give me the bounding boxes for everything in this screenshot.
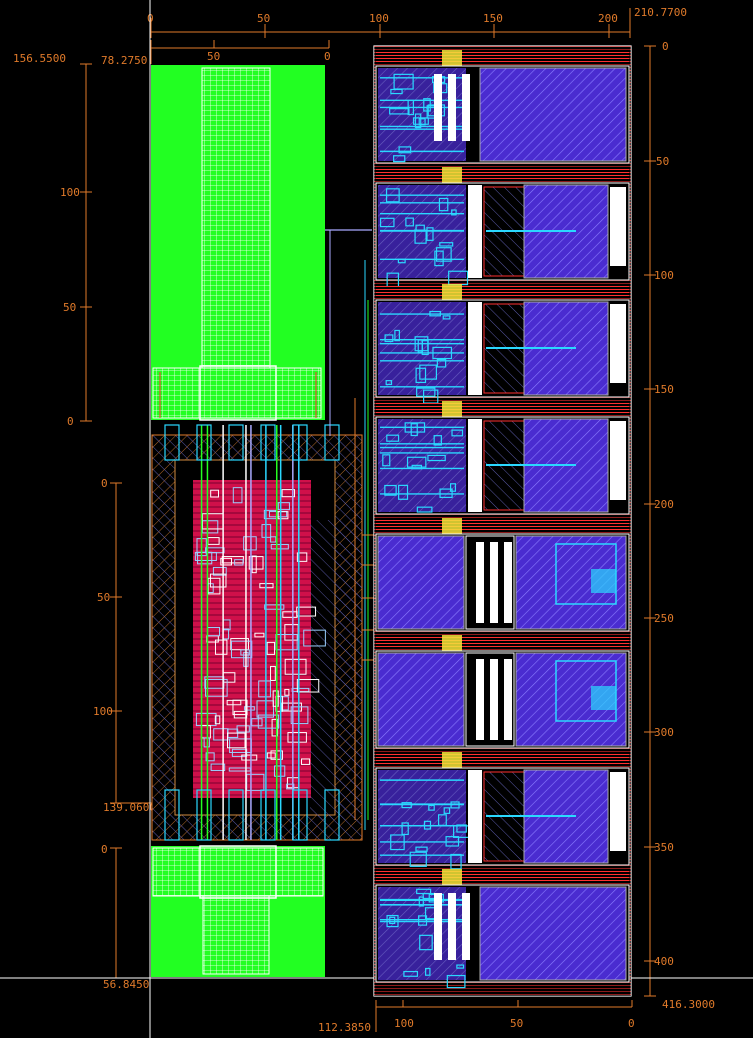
left-upper-ruler-label: 50 bbox=[63, 301, 76, 314]
layout-cell[interactable] bbox=[375, 518, 630, 632]
right-ruler-label: 150 bbox=[654, 383, 674, 396]
bottom-ruler-start: 112.3850 bbox=[318, 1021, 371, 1034]
top-ruler-end-label: 210.7700 bbox=[634, 6, 687, 19]
top-left-ruler-label: 0 bbox=[324, 50, 331, 63]
top-ruler-label: 100 bbox=[369, 12, 389, 25]
left-lower-ruler-end: 56.8450 bbox=[103, 978, 149, 991]
top-ruler-label: 50 bbox=[257, 12, 270, 25]
right-ruler-label: 200 bbox=[654, 498, 674, 511]
layout-cell[interactable] bbox=[375, 50, 630, 164]
left-upper-ruler-label: 0 bbox=[67, 415, 74, 428]
rulers-group: 0 50 100 150 200 210.7700 50 0 78.2750 1… bbox=[13, 6, 715, 1034]
right-ruler-label: 400 bbox=[654, 955, 674, 968]
top-left-ruler-label: 50 bbox=[207, 50, 220, 63]
right-ruler-label: 0 bbox=[662, 40, 669, 53]
right-ruler-end: 416.3000 bbox=[662, 998, 715, 1011]
top-pad-block[interactable] bbox=[151, 65, 325, 421]
right-ruler-label: 50 bbox=[656, 155, 669, 168]
left-upper-ruler-start: 156.5500 bbox=[13, 52, 66, 65]
bottom-ruler-label: 100 bbox=[394, 1017, 414, 1030]
layout-cell[interactable] bbox=[375, 869, 630, 989]
left-upper-ruler-label: 100 bbox=[60, 186, 80, 199]
bottom-pad-block[interactable] bbox=[151, 845, 325, 977]
standard-cell-column[interactable] bbox=[373, 45, 632, 997]
left-middle-ruler-label: 50 bbox=[97, 591, 110, 604]
right-ruler-label: 350 bbox=[654, 841, 674, 854]
core-routing bbox=[164, 424, 340, 841]
layout-cell[interactable] bbox=[375, 167, 630, 288]
right-ruler-label: 300 bbox=[654, 726, 674, 739]
layout-cell[interactable] bbox=[375, 401, 630, 515]
interconnect-bus bbox=[325, 229, 376, 830]
top-ruler-label: 200 bbox=[598, 12, 618, 25]
bottom-ruler-label: 0 bbox=[628, 1017, 635, 1030]
layout-cell[interactable] bbox=[375, 635, 630, 749]
right-ruler-label: 250 bbox=[654, 612, 674, 625]
left-middle-ruler-end: 139.0600 bbox=[103, 801, 156, 814]
layout-cell[interactable] bbox=[375, 752, 630, 870]
top-left-ruler-start: 78.2750 bbox=[101, 54, 147, 67]
core-logic-block[interactable] bbox=[151, 424, 363, 841]
bottom-ruler-label: 50 bbox=[510, 1017, 523, 1030]
left-middle-ruler-label: 100 bbox=[93, 705, 113, 718]
right-ruler-label: 100 bbox=[654, 269, 674, 282]
left-middle-ruler-label: 0 bbox=[101, 477, 108, 490]
top-ruler-label: 150 bbox=[483, 12, 503, 25]
left-lower-ruler-label: 0 bbox=[101, 843, 108, 856]
layout-cell[interactable] bbox=[375, 284, 630, 404]
